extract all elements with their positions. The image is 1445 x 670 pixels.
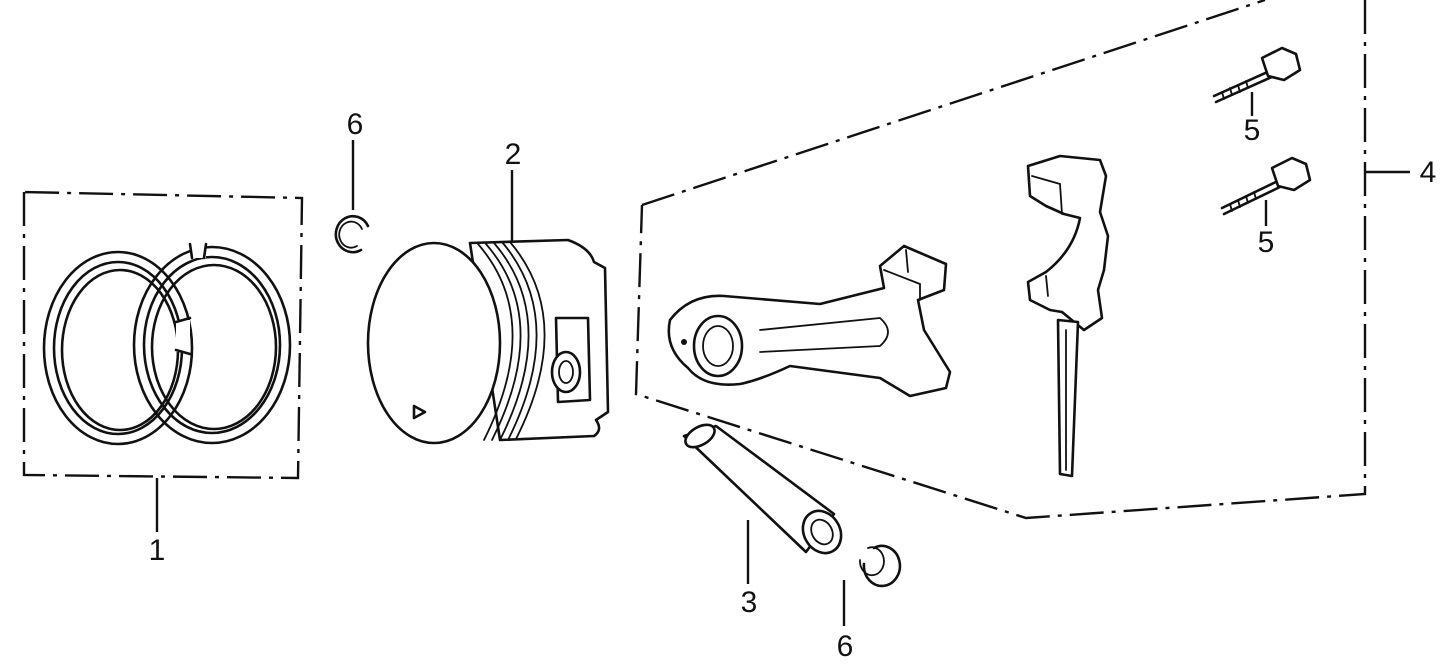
piston-ring-set [22, 190, 304, 480]
connecting-rod [667, 244, 952, 398]
piston-pin [682, 423, 843, 555]
callout-6-lower: 6 [837, 630, 854, 663]
rod-bolt-upper [1212, 46, 1302, 104]
callout-6-upper: 6 [347, 108, 364, 141]
callout-2: 2 [505, 138, 522, 171]
pin-clip-upper [334, 214, 370, 254]
pin-clip-lower [859, 544, 902, 588]
callout-1: 1 [149, 534, 166, 567]
piston [366, 238, 610, 445]
callout-3: 3 [741, 586, 758, 619]
callout-5-upper: 5 [1244, 114, 1261, 147]
callout-5-lower: 5 [1258, 226, 1275, 259]
callout-4: 4 [1420, 156, 1437, 189]
rod-cap [1026, 154, 1110, 478]
rod-bolt-lower [1220, 156, 1312, 216]
connecting-rod-set-outline [634, 0, 1367, 520]
